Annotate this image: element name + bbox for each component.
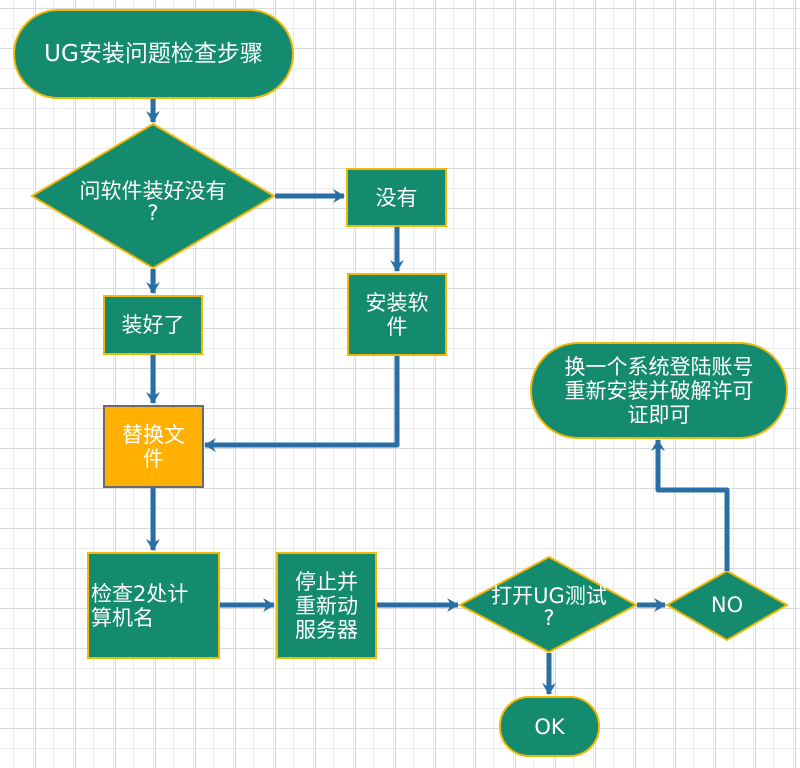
start-terminal[interactable]: UG安装问题检查步骤 [13,9,294,99]
replace-files-box[interactable]: 替换文 件 [103,405,204,488]
installed-box[interactable]: 装好了 [103,295,203,355]
ok-terminal[interactable]: OK [499,696,600,757]
install-software-box[interactable]: 安装软 件 [347,273,447,356]
restart-server-box[interactable]: 停止并 重新动 服务器 [276,552,377,659]
check-computer-name-box[interactable]: 检查2处计 算机名 [87,552,220,659]
check-computer-name-label: 检查2处计 算机名 [91,581,189,630]
start-label: UG安装问题检查步骤 [44,41,263,67]
edge-install-to-replace [204,356,400,452]
installed-label: 装好了 [121,313,185,337]
decision-installed-label: 问软件装好没有 ? [79,179,227,225]
decision-installed-shape[interactable] [30,122,276,270]
decision-test-ug-shape[interactable] [457,555,639,654]
reinstall-note-label: 换一个系统登陆账号 重新安装并破解许可 证即可 [564,354,754,427]
not-installed-label: 没有 [375,185,418,210]
not-installed-box[interactable]: 没有 [346,168,447,227]
edge-no-to-note [651,439,730,571]
restart-server-label: 停止并 重新动 服务器 [295,569,358,642]
install-software-label: 安装软 件 [365,290,429,339]
reinstall-note-terminal[interactable]: 换一个系统登陆账号 重新安装并破解许可 证即可 [530,342,788,439]
replace-files-label: 替换文 件 [122,422,185,471]
ok-label: OK [534,714,565,739]
decision-no-label: NO [710,593,744,617]
decision-test-ug-label: 打开UG测试 ? [491,584,607,630]
decision-no-shape[interactable] [664,569,790,642]
